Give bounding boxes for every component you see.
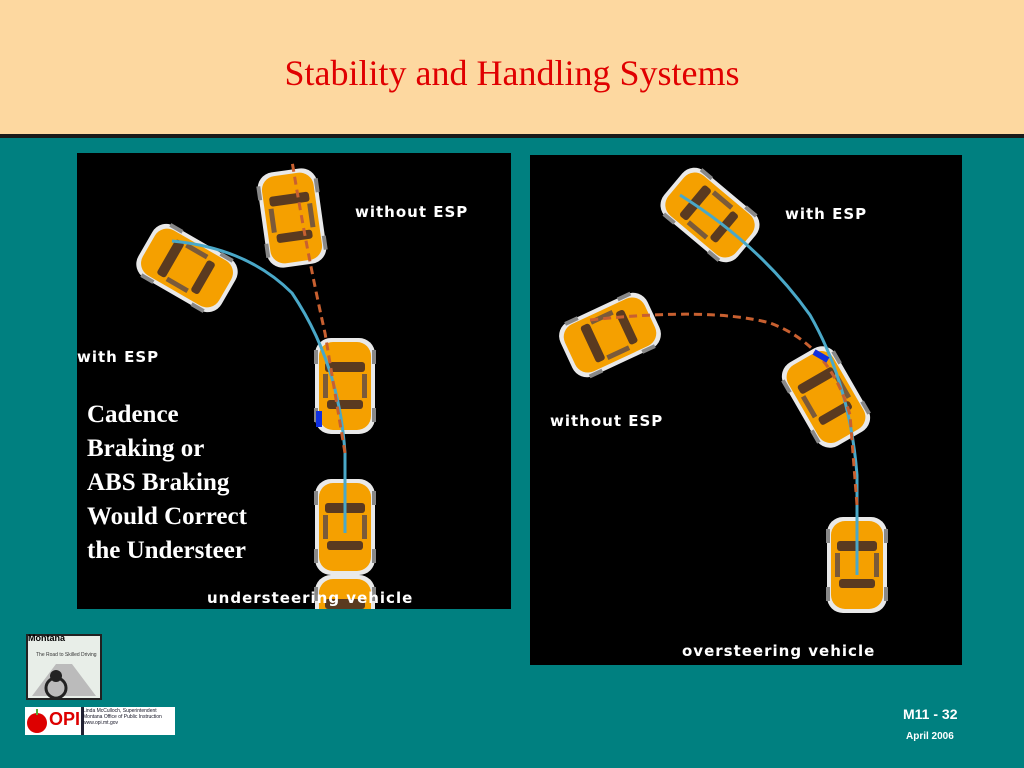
opi-line: Linda McCulloch, Superintendent — [83, 708, 157, 714]
opi-line: Montana Office of Public Instruction — [83, 714, 162, 720]
brake-indicator — [316, 411, 322, 427]
slide-date: April 2006 — [906, 731, 954, 742]
caption-line: Cadence — [87, 401, 179, 428]
logo-subtitle: The Road to Skilled Driving — [36, 652, 97, 658]
oversteer-diagram: with ESP without ESP oversteering vehicl… — [530, 155, 962, 665]
understeer-footer: understeering vehicle — [207, 589, 414, 607]
car-with-esp — [129, 217, 245, 319]
logo-tag: Montana — [28, 633, 65, 643]
esp-path — [171, 239, 347, 533]
label-without-esp: without ESP — [355, 203, 469, 221]
no-esp-path — [589, 312, 859, 506]
opi-details: Linda McCulloch, Superintendent Montana … — [83, 708, 173, 726]
steering-wheel-icon — [32, 664, 96, 698]
slide-title: Stability and Handling Systems — [284, 53, 740, 93]
apple-icon — [27, 709, 47, 733]
caption: Cadence Braking or ABS Braking Would Cor… — [87, 398, 247, 568]
caption-line: Would Correct — [87, 503, 247, 530]
oversteer-illustration — [553, 160, 888, 613]
label-with-esp: with ESP — [785, 205, 868, 223]
understeer-illustration — [129, 160, 376, 609]
label-with-esp: with ESP — [77, 348, 160, 366]
caption-line: Braking or — [87, 435, 205, 462]
opi-logo: OPI Linda McCulloch, Superintendent Mont… — [25, 707, 175, 735]
opi-divider — [81, 707, 84, 735]
opi-line: www.opi.mt.gov — [83, 720, 119, 726]
opi-text: OPI — [49, 709, 81, 729]
caption-line: ABS Braking — [87, 469, 230, 496]
header-bar — [0, 0, 1024, 138]
brake-indicator — [812, 349, 830, 363]
no-esp-path — [290, 160, 347, 454]
label-without-esp: without ESP — [550, 412, 664, 430]
slide-number: M11 - 32 — [903, 706, 958, 722]
esp-path — [679, 193, 859, 575]
oversteer-footer: oversteering vehicle — [682, 642, 876, 660]
car-without-esp — [553, 286, 667, 384]
car-without-esp — [254, 166, 330, 270]
montana-road-logo: Montana The Road to Skilled Driving — [26, 633, 102, 700]
caption-line: the Understeer — [87, 537, 246, 564]
understeer-diagram: without ESP with ESP Cadence Braking or … — [77, 153, 511, 609]
